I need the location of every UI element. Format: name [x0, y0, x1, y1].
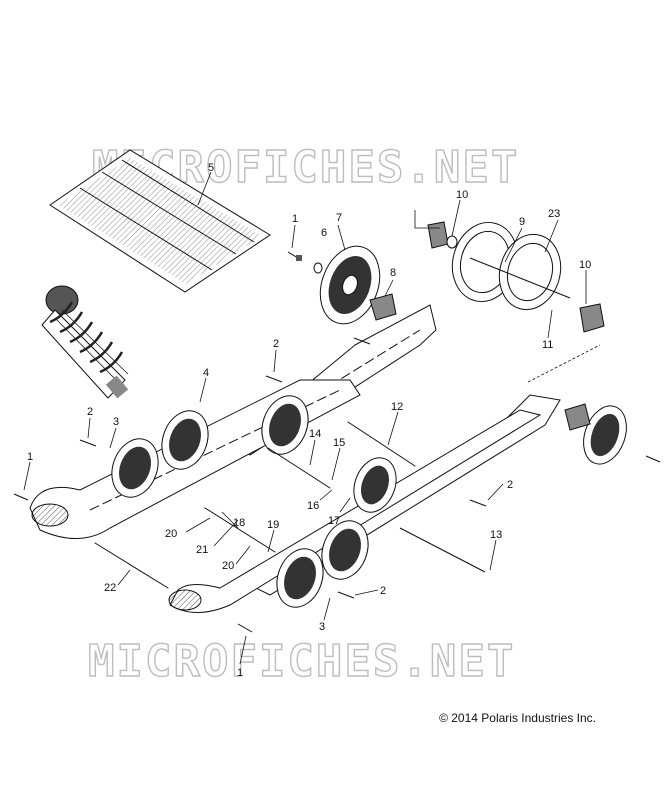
callout-9: 9 — [519, 216, 525, 228]
track-section-part — [49, 149, 271, 293]
callout-10-left: 10 — [456, 189, 468, 201]
callout-19: 19 — [267, 519, 279, 531]
bearing-part-10-left — [427, 221, 449, 249]
watermark-bottom: MICROFICHES.NET — [88, 636, 515, 687]
callout-18: 18 — [233, 517, 245, 529]
callout-2-left: 2 — [87, 406, 93, 418]
idler-wheel-top — [319, 245, 381, 325]
callout-23: 23 — [548, 208, 560, 220]
bolt-part-2-right — [469, 499, 487, 507]
callout-2-top: 2 — [273, 338, 279, 350]
callout-20-upper: 20 — [165, 528, 177, 540]
shock-absorber — [41, 285, 129, 399]
washer-part-6 — [313, 262, 323, 274]
callout-21: 21 — [196, 544, 208, 556]
wheel-lower-2 — [321, 520, 369, 580]
callout-10-right: 10 — [579, 259, 591, 271]
wheel-right — [583, 405, 627, 465]
callout-17: 17 — [328, 515, 340, 527]
axle-wheel-assembly — [451, 221, 571, 311]
shaft-part-20 — [204, 507, 276, 553]
callout-15: 15 — [333, 437, 345, 449]
callout-20-lower: 20 — [222, 560, 234, 572]
spacer-part-8 — [369, 293, 397, 321]
wheel-center-lower — [353, 457, 397, 513]
rod-part-13 — [399, 527, 486, 573]
copyright-notice: © 2014 Polaris Industries Inc. — [439, 711, 596, 725]
callout-6: 6 — [321, 227, 327, 239]
callout-5: 5 — [208, 162, 214, 174]
bolt-part-1-left — [13, 493, 29, 501]
bolt-part-8 — [353, 337, 371, 345]
bolt-part-right-end — [645, 455, 661, 463]
callout-3-bottom: 3 — [319, 621, 325, 633]
shaft-part-12 — [347, 421, 416, 467]
shaft-part-22 — [94, 542, 169, 589]
callout-4: 4 — [203, 367, 209, 379]
bolt-part-1-top — [287, 251, 302, 261]
callout-22: 22 — [104, 582, 116, 594]
callout-2-right: 2 — [507, 479, 513, 491]
bolt-part-2-top — [265, 375, 283, 383]
callout-16: 16 — [307, 500, 319, 512]
callout-1-bottom: 1 — [237, 667, 243, 679]
callout-2-bottom: 2 — [380, 585, 386, 597]
washer-part-10 — [446, 235, 458, 249]
wheel-center — [261, 395, 309, 455]
wheel-left-1 — [111, 438, 159, 498]
bolt-part-2-left — [79, 439, 97, 447]
callout-12: 12 — [391, 401, 403, 413]
bolt-part-2-bottom — [337, 591, 355, 599]
callout-14: 14 — [309, 428, 321, 440]
wheel-left-2 — [161, 410, 209, 470]
wheel-lower-1 — [276, 548, 324, 608]
callout-1-top: 1 — [292, 213, 298, 225]
callout-13: 13 — [490, 529, 502, 541]
callout-8: 8 — [390, 267, 396, 279]
bearing-part-10-right — [579, 303, 605, 333]
callout-7: 7 — [336, 212, 342, 224]
spacer-right — [564, 403, 591, 431]
callout-1-left: 1 — [27, 451, 33, 463]
shaft-part-14 — [267, 447, 331, 489]
bolt-part-1-bottom — [237, 623, 253, 633]
callout-11: 11 — [542, 339, 553, 351]
callout-3-left: 3 — [113, 416, 119, 428]
